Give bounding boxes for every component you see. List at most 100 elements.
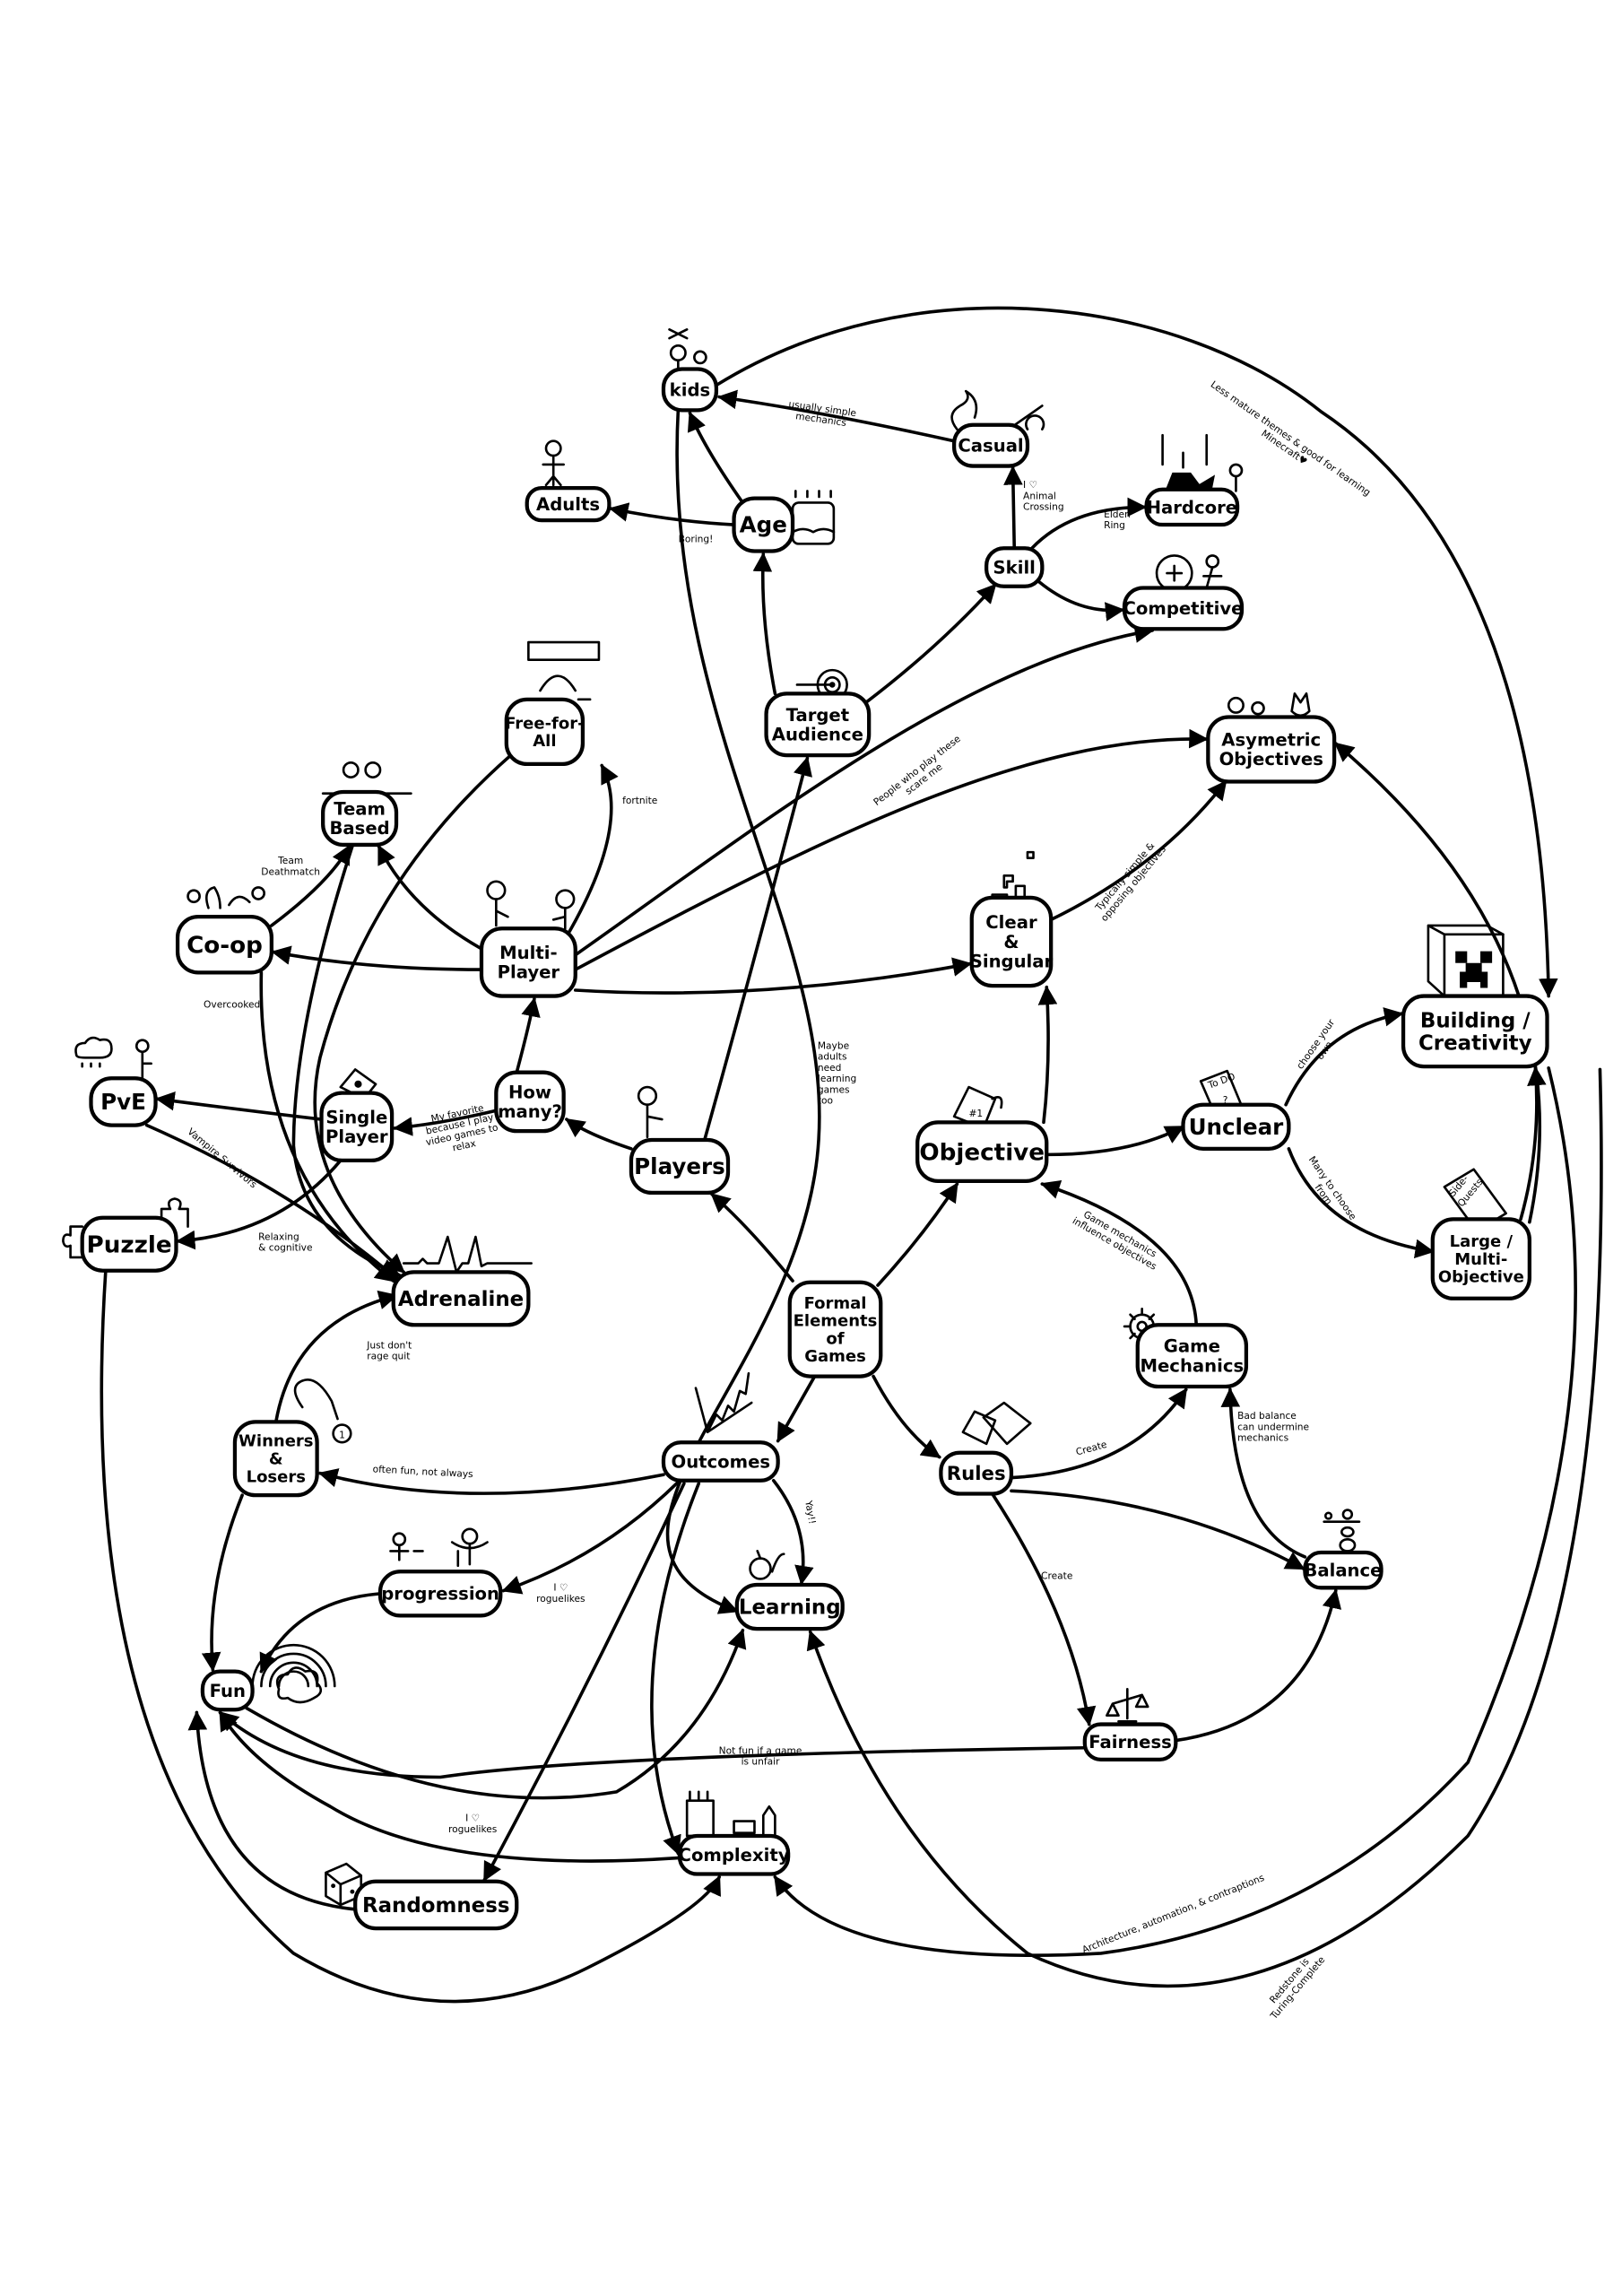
edge-target-to-age (752, 552, 777, 696)
node-label: Learning (739, 1596, 841, 1620)
node-age: Age (732, 496, 795, 553)
node-label: Rules (947, 1463, 1006, 1485)
edge-label-single-puzzle: Relaxing& cognitive (258, 1231, 312, 1253)
node-balance: Balance (1303, 1550, 1383, 1590)
node-label: Randomness (362, 1894, 510, 1918)
edge-outcomes-to-progression (501, 1480, 681, 1595)
node-label: progression (381, 1584, 499, 1605)
edge-fairness-to-balance (1174, 1588, 1342, 1743)
edge-large-to-asym (1333, 742, 1541, 1224)
edge-unclear-to-building (1284, 1007, 1404, 1107)
edge-label-coop-adrenaline: Overcooked (204, 999, 260, 1011)
crosshair-icon (1155, 554, 1223, 593)
edge-label-age-adults: Boring! (679, 534, 714, 545)
edge-outcomes-to-winners (317, 1468, 665, 1495)
rulebook-icon (961, 1401, 1032, 1446)
edge-howmany-to-multi (515, 996, 541, 1074)
edge-gamemech-to-objective (1040, 1180, 1199, 1327)
node-large: Large /Multi-Objective (1430, 1217, 1531, 1300)
creeper-icon (1427, 924, 1505, 997)
edge-label-unclear-building: choose yourown (1294, 1016, 1346, 1077)
node-building: Building /Creativity (1401, 994, 1549, 1069)
todo-note-question: ? (1223, 1094, 1228, 1106)
node-label: Fun (210, 1681, 246, 1701)
node-pve: PvE (89, 1076, 158, 1127)
factory-icon (685, 1790, 776, 1838)
edge-outcomes-to-learning (771, 1479, 814, 1586)
node-unclear: Unclear (1181, 1102, 1291, 1151)
edge-age-to-adults (608, 502, 736, 526)
edge-multi-to-team (377, 844, 490, 954)
medal-text: 1 (339, 1429, 345, 1440)
node-skill: Skill (984, 546, 1045, 588)
edge-fun-to-learning (245, 1628, 747, 1800)
edge-label-multi-competitive: People who play thesescare me (872, 733, 970, 816)
node-label: Adrenaline (398, 1288, 524, 1311)
node-kids: kids (661, 367, 719, 413)
node-label: Casual (958, 436, 1023, 457)
edge-target-to-skill (864, 583, 997, 704)
puzzle-piece-icon (62, 1197, 189, 1259)
edge-complexity-to-fun (218, 1710, 681, 1863)
edge-label-multi-freeforall: fortnite (622, 795, 657, 806)
node-label: Players (634, 1153, 725, 1179)
gamer-figures-icon (486, 880, 576, 930)
edge-coop-to-team (270, 844, 351, 927)
node-label: PvE (100, 1089, 146, 1115)
node-fairness: Fairness (1082, 1722, 1178, 1761)
node-label: Co-op (186, 932, 263, 959)
edge-unclear-to-large (1287, 1147, 1435, 1259)
node-label: Adults (536, 494, 600, 515)
edge-players-to-howmany (565, 1118, 633, 1151)
edge-multi-to-clear (573, 957, 973, 995)
edge-single-to-puzzle (175, 1159, 343, 1250)
edge-skill-to-casual (1003, 465, 1023, 551)
edge-label-outcomes-learning: Yay!! (802, 1499, 819, 1525)
edge-multi-to-competitive (573, 623, 1155, 957)
node-label: Free-for-All (505, 714, 584, 751)
adult-figure-icon (542, 439, 565, 487)
edge-kids-to-learning (665, 408, 821, 1614)
edge-winners-to-adrenaline (273, 1290, 399, 1424)
node-winners: Winners&Losers (232, 1420, 319, 1498)
heartbeat-icon (402, 1235, 533, 1274)
node-label: Hardcore (1147, 497, 1238, 517)
node-label: Unclear (1189, 1114, 1285, 1140)
edge-winners-to-fun (201, 1493, 244, 1673)
edge-skill-to-hardcore (1030, 497, 1148, 551)
node-objective: Objective (915, 1120, 1049, 1183)
edge-skill-to-competitive (1037, 580, 1125, 622)
rainbow-icon (251, 1643, 336, 1704)
node-rules: Rules (939, 1450, 1014, 1496)
edges-layer: My favoritebecause I playvideo games tor… (100, 306, 1603, 2022)
node-label: Skill (993, 557, 1036, 578)
trophy-text: #1 (968, 1108, 983, 1119)
node-label: Balance (1304, 1561, 1382, 1581)
node-puzzle: Puzzle (80, 1215, 178, 1273)
node-hardcore: Hardcore (1144, 487, 1240, 527)
node-adrenaline: Adrenaline (391, 1270, 531, 1327)
kids-figure-icon (668, 328, 707, 370)
edge-outcomes-to-complexity (650, 1482, 701, 1856)
node-coop: Co-op (175, 915, 273, 975)
edge-label-outcomes-winners: often fun, not always (372, 1463, 473, 1480)
edge-label-unclear-large: Many to choosefrom (1297, 1154, 1359, 1229)
node-label: kids (670, 379, 711, 400)
balance-stones-icon (1323, 1509, 1361, 1552)
scales-icon (1106, 1687, 1149, 1723)
edge-kids-to-building (715, 306, 1558, 998)
